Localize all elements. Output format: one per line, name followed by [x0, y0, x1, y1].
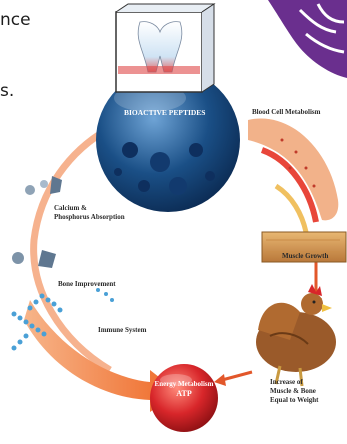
energy-label-line-1: Energy Metabolism	[148, 380, 220, 389]
immune-system-label: Immune System	[98, 326, 146, 335]
chicken-to-atp-arrow	[222, 372, 252, 380]
blood-cell-metabolism-label: Blood Cell Metabolism	[252, 108, 320, 117]
muscle-growth-label: Muscle Growth	[282, 252, 328, 261]
increase-label-line-2: Muscle & Bone	[270, 387, 319, 396]
bioactive-peptides-label: BIOACTIVE PEPTIDES	[124, 108, 205, 117]
tooth-icon	[116, 4, 214, 92]
increase-label-line-1: Increase of	[270, 378, 319, 387]
atp-label: ATP	[148, 389, 220, 399]
logo-leaf-icon	[268, 0, 347, 78]
energy-metabolism-label: Energy Metabolism ATP	[148, 380, 220, 399]
increase-label-line-3: Equal to Weight	[270, 396, 319, 405]
increase-muscle-bone-label: Increase of Muscle & Bone Equal to Weigh…	[270, 378, 319, 404]
calcium-label-line-1: Calcium &	[54, 204, 125, 213]
calcium-absorption-label: Calcium & Phosphorus Absorption	[54, 204, 125, 222]
chicken-icon	[256, 284, 336, 386]
bone-improvement-label: Bone Improvement	[58, 280, 116, 289]
blood-vessel-icon	[248, 118, 338, 232]
calcium-label-line-2: Phosphorus Absorption	[54, 213, 125, 222]
